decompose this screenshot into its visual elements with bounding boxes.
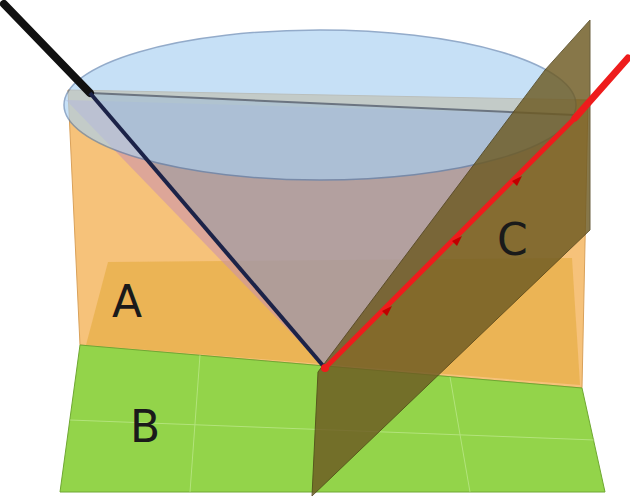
red-line [575, 58, 628, 118]
red-ray [325, 118, 575, 368]
chord [90, 93, 575, 115]
plane-label: B [130, 405, 160, 449]
plane-label: A [112, 280, 142, 324]
plane-c [312, 20, 590, 496]
plane-label: C [497, 218, 528, 262]
black-line [4, 4, 90, 93]
generator-line [90, 93, 325, 368]
apex [321, 364, 329, 372]
